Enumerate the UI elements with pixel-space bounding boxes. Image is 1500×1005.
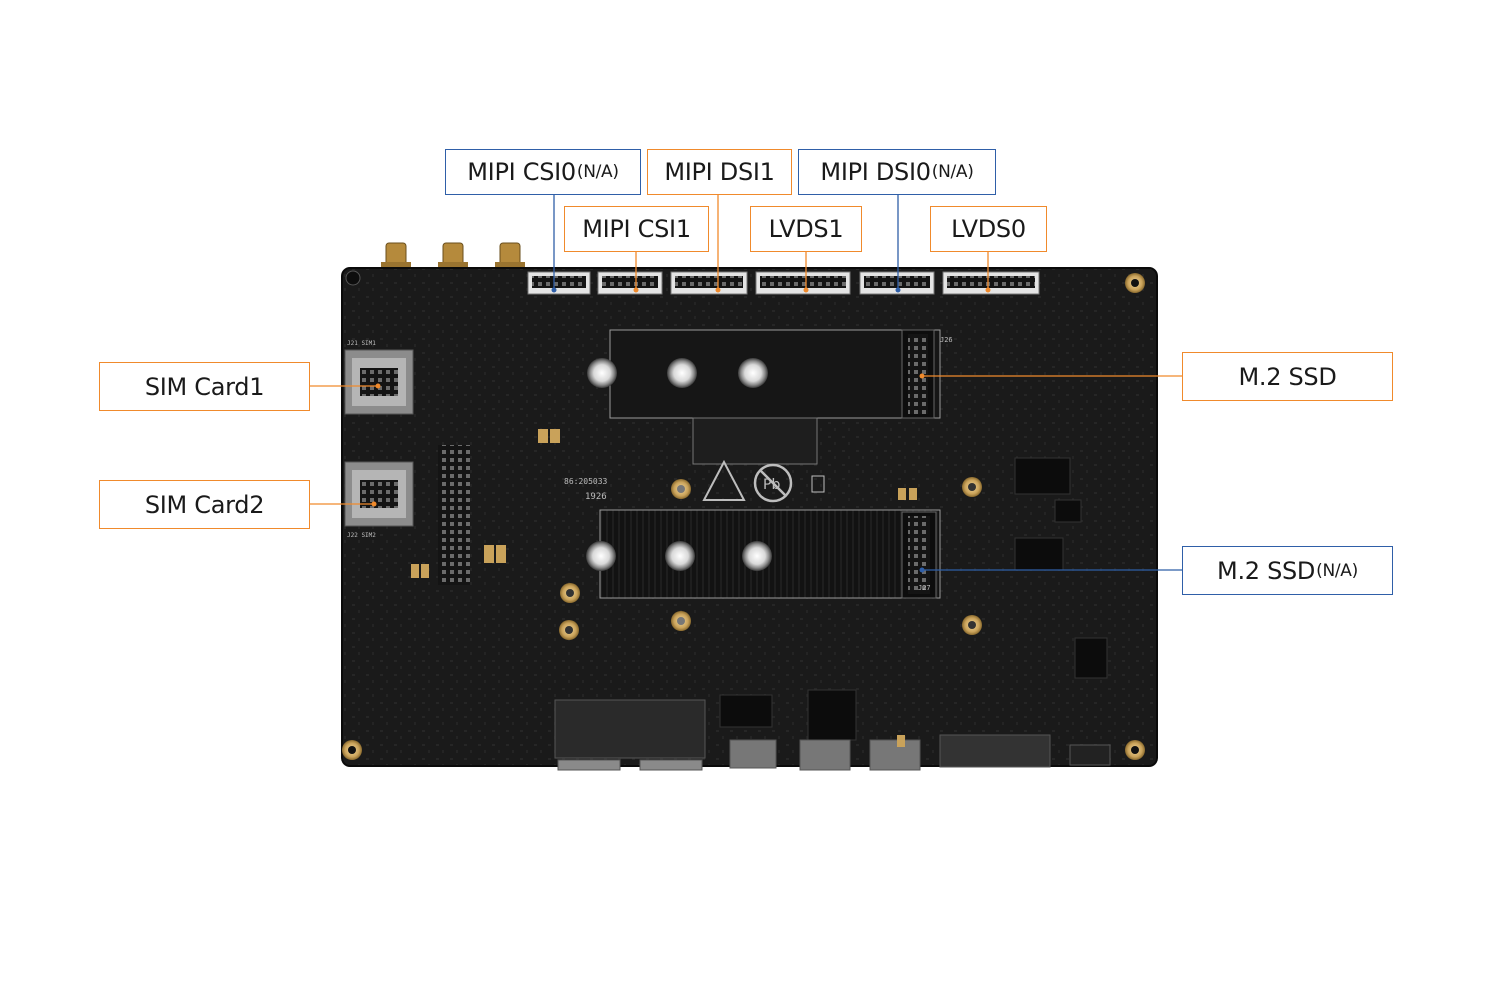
label-sim-card1: SIM Card1 — [99, 362, 310, 411]
label-m2-ssd-na-text: M.2 SSD — [1217, 556, 1316, 585]
label-m2-ssd: M.2 SSD — [1182, 352, 1393, 401]
ssd-top-ref: J26 — [940, 336, 953, 344]
lead-free-text: Pb — [763, 477, 780, 493]
label-mipi-dsi1-text: MIPI DSI1 — [664, 158, 775, 186]
label-mipi-csi0-text: MIPI CSI0 — [467, 158, 576, 186]
leader-lines — [310, 195, 1183, 573]
label-mipi-dsi0-suffix: (N/A) — [931, 162, 974, 182]
label-m2-ssd-text: M.2 SSD — [1238, 362, 1337, 391]
label-lvds0: LVDS0 — [930, 206, 1047, 252]
silkscreen-block — [692, 417, 818, 465]
label-mipi-dsi1: MIPI DSI1 — [647, 149, 792, 195]
label-m2-ssd-na: M.2 SSD(N/A) — [1182, 546, 1393, 595]
fpc-connectors — [527, 271, 1040, 295]
label-sim-card1-text: SIM Card1 — [144, 372, 265, 401]
weee-bin-icon — [811, 475, 825, 493]
chips — [719, 457, 1108, 741]
label-m2-ssd-na-suffix: (N/A) — [1316, 560, 1358, 581]
sim-slots — [344, 349, 414, 527]
label-mipi-csi0-suffix: (N/A) — [576, 162, 619, 182]
label-lvds1-text: LVDS1 — [768, 215, 844, 243]
m2-top-zone — [609, 329, 941, 419]
standoffs — [559, 358, 982, 640]
label-sim-card2-text: SIM Card2 — [144, 490, 265, 519]
compliance-symbols: Pb — [702, 459, 825, 503]
batch-code: 86:205033 — [564, 477, 608, 486]
label-mipi-csi1-text: MIPI CSI1 — [582, 215, 691, 243]
label-mipi-dsi0-text: MIPI DSI0 — [820, 158, 931, 186]
label-mipi-csi1: MIPI CSI1 — [564, 206, 709, 252]
label-lvds0-text: LVDS0 — [951, 215, 1026, 243]
mounting-holes — [342, 270, 1145, 760]
date-code: 1926 — [585, 492, 607, 502]
lead-free-icon — [753, 463, 793, 503]
sim1-ref: J21 SIM1 — [347, 340, 376, 347]
sim2-ref: J22 SIM2 — [347, 532, 376, 539]
esd-warning-icon — [702, 459, 746, 501]
pin-header — [438, 445, 470, 585]
silkscreen-text: 86:205033 1926 J26 J27 J21 SIM1 J22 SIM2 — [347, 336, 953, 592]
label-mipi-csi0: MIPI CSI0(N/A) — [445, 149, 641, 195]
gold-components — [411, 429, 917, 747]
ssd-bottom-ref: J27 — [918, 584, 931, 592]
label-mipi-dsi0: MIPI DSI0(N/A) — [798, 149, 996, 195]
bottom-connectors — [554, 699, 1111, 771]
label-lvds1: LVDS1 — [750, 206, 862, 252]
label-sim-card2: SIM Card2 — [99, 480, 310, 529]
